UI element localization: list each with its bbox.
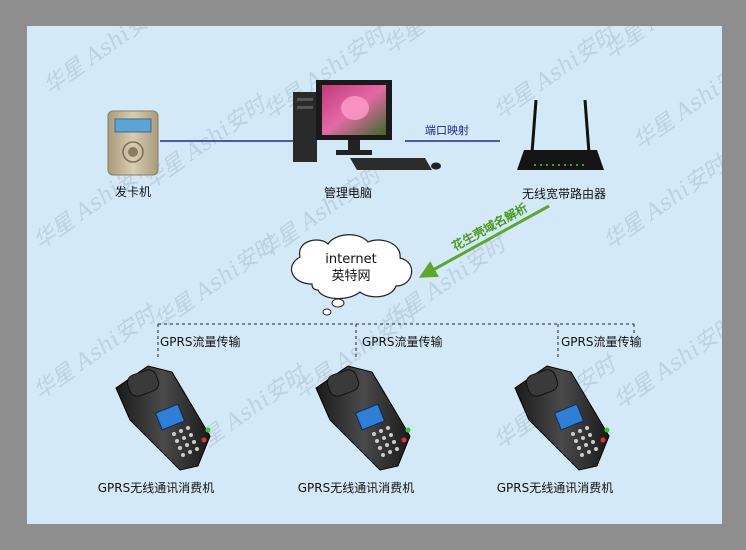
internet-cloud [290,234,413,316]
dns-arrow [418,204,550,278]
watermark-text: 华星 Ashi安时 [599,150,722,254]
computer-label: 管理电脑 [324,185,372,200]
watermark-text: 华星 Ashi安时 [149,230,283,334]
terminal-label: GPRS无线通讯消费机 [497,481,614,495]
watermark-text: 华星 Ashi安时 [629,50,722,154]
port-mapping-label: 端口映射 [425,123,469,137]
gprs-tree [157,323,635,358]
watermark-text: 华星 Ashi安时 [379,26,513,60]
computer-device [293,80,441,170]
gprs-channel-label: GPRS流量传输 [362,334,443,349]
gprs-channel-label: GPRS流量传输 [160,334,241,349]
watermark-text: 华星 Ashi安时 [609,310,722,414]
terminal-group: GPRS流量传输 GPRS无线通讯消费机 GPRS流量传输 GPRS无线通讯消费机 GP… [98,334,642,495]
diagram-panel: 华星 Ashi安时华星 Ashi安时华星 Ashi安时华星 Ashi安时华星 A… [27,26,722,524]
gprs-channel-label: GPRS流量传输 [561,334,642,349]
router-device [517,99,604,170]
pos-terminal-device [514,365,610,471]
card-issuer-device [107,110,159,176]
watermark-text: 华星 Ashi安时 [599,26,722,65]
pos-terminal-device [315,365,411,471]
watermark-text: 华星 Ashi安时 [149,26,283,35]
card-issuer-label: 发卡机 [115,184,151,199]
terminal-label: GPRS无线通讯消费机 [98,481,215,495]
cloud-line2: 英特网 [331,269,370,284]
router-label: 无线宽带路由器 [522,186,606,201]
cloud-line1: internet [325,252,376,267]
network-diagram: 华星 Ashi安时华星 Ashi安时华星 Ashi安时华星 Ashi安时华星 A… [29,26,722,495]
watermark-text: 华星 Ashi安时 [39,26,173,100]
pos-terminal-device [115,365,211,471]
watermark-text: 华星 Ashi安时 [139,90,273,194]
terminal-label: GPRS无线通讯消费机 [298,481,415,495]
